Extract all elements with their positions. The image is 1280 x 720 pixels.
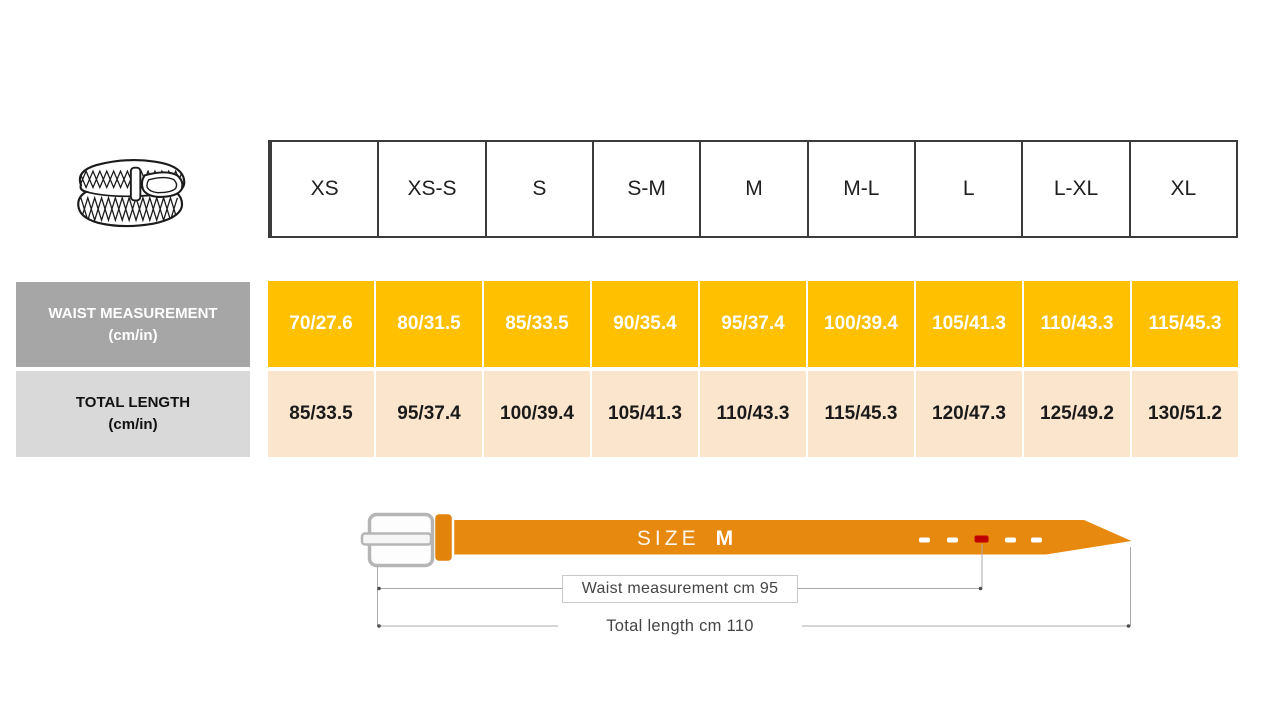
belt-size-label: SIZE M bbox=[610, 524, 760, 554]
total-length-label: TOTAL LENGTH (cm/in) bbox=[16, 371, 250, 457]
size-header-cell: M bbox=[699, 142, 806, 236]
size-value: M bbox=[715, 527, 734, 550]
length-value-cell: 85/33.5 bbox=[268, 371, 374, 457]
waist-value-cell: 80/31.5 bbox=[376, 281, 482, 367]
belt-strap bbox=[430, 520, 1132, 555]
waist-value-cell: 115/45.3 bbox=[1132, 281, 1238, 367]
belt-buckle-prong bbox=[360, 532, 433, 546]
length-value-cell: 130/51.2 bbox=[1132, 371, 1238, 457]
waist-measurement-label-unit: (cm/in) bbox=[108, 326, 158, 344]
waist-value-cell: 110/43.3 bbox=[1024, 281, 1130, 367]
total-length-values-row: 85/33.5 95/37.4 100/39.4 105/41.3 110/43… bbox=[268, 371, 1238, 457]
size-header-cell: S bbox=[484, 142, 592, 236]
waist-measurement-label-text: WAIST MEASUREMENT bbox=[48, 304, 218, 322]
size-word: SIZE bbox=[636, 527, 700, 550]
length-value-cell: 120/47.3 bbox=[916, 371, 1022, 457]
length-value-cell: 95/37.4 bbox=[376, 371, 482, 457]
waist-measurement-label: WAIST MEASUREMENT (cm/in) bbox=[16, 282, 250, 367]
size-header-cell: S-M bbox=[592, 142, 699, 236]
waist-value-cell: 70/27.6 bbox=[268, 281, 374, 367]
waist-value-cell: 90/35.4 bbox=[592, 281, 698, 367]
belt-keeper-sketch bbox=[129, 166, 142, 202]
length-value-cell: 105/41.3 bbox=[592, 371, 698, 457]
size-header-cell: M-L bbox=[806, 142, 914, 236]
size-header-cell: L bbox=[914, 142, 1021, 236]
length-value-cell: 125/49.2 bbox=[1024, 371, 1130, 457]
size-header-row: XS XS-S S S-M M M-L L L-XL XL bbox=[268, 140, 1238, 238]
belt-keeper bbox=[432, 511, 455, 564]
waist-measurement-callout: Waist measurement cm 95 bbox=[562, 575, 798, 603]
total-length-callout: Total length cm 110 bbox=[558, 613, 802, 639]
waist-value-cell: 100/39.4 bbox=[808, 281, 914, 367]
waist-value-cell: 95/37.4 bbox=[700, 281, 806, 367]
size-header-cell: XS-S bbox=[377, 142, 484, 236]
length-value-cell: 110/43.3 bbox=[700, 371, 806, 457]
total-length-label-unit: (cm/in) bbox=[108, 416, 158, 433]
belt-holes-icon bbox=[919, 535, 1042, 543]
belt-diagram bbox=[360, 511, 1132, 628]
size-header-cell: XS bbox=[270, 142, 377, 236]
length-value-cell: 100/39.4 bbox=[484, 371, 590, 457]
waist-value-cell: 85/33.5 bbox=[484, 281, 590, 367]
selected-hole-marker bbox=[974, 535, 989, 543]
size-header-cell: L-XL bbox=[1021, 142, 1128, 236]
total-length-label-text: TOTAL LENGTH bbox=[75, 394, 191, 412]
measurement-line-endpoints bbox=[377, 586, 1131, 628]
length-value-cell: 115/45.3 bbox=[808, 371, 914, 457]
belt-buckle-inner-sketch bbox=[146, 176, 178, 194]
braided-belt-icon bbox=[77, 159, 186, 228]
waist-values-row: 70/27.6 80/31.5 85/33.5 90/35.4 95/37.4 … bbox=[268, 281, 1238, 367]
waist-value-cell: 105/41.3 bbox=[916, 281, 1022, 367]
size-header-cell: XL bbox=[1128, 142, 1236, 236]
